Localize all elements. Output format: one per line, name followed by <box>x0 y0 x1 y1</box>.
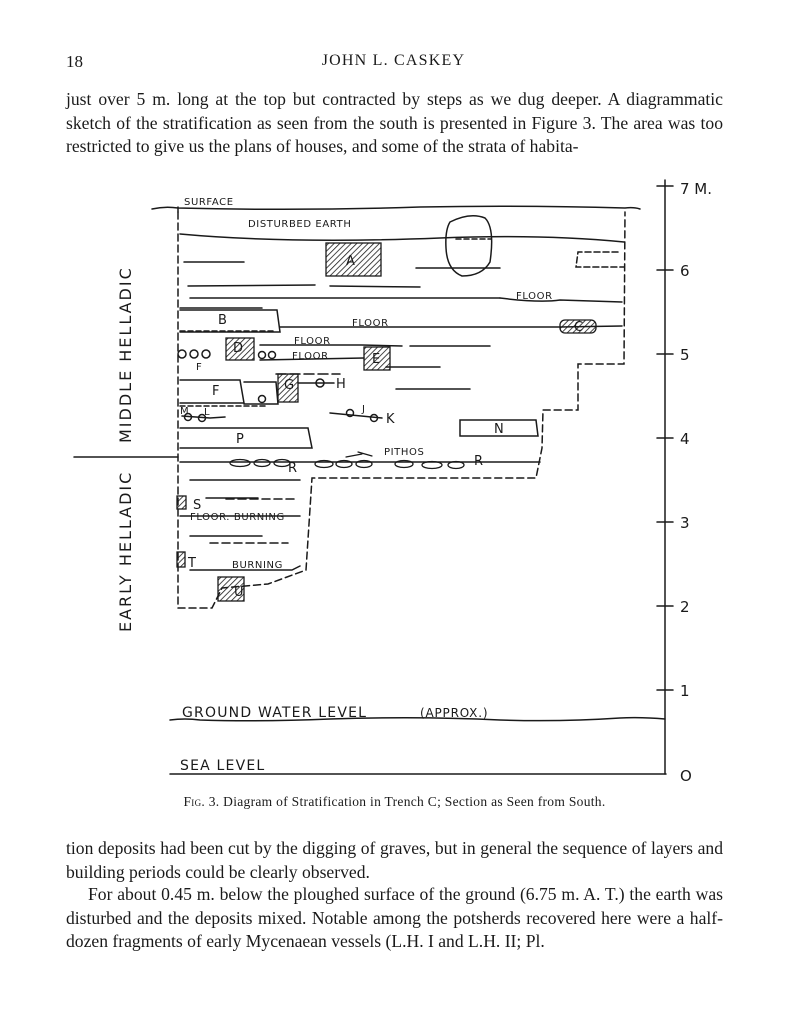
page-number: 18 <box>66 52 83 71</box>
scale-bar <box>656 179 674 775</box>
label-sea-level: SEA LEVEL <box>180 758 265 774</box>
deposit-label-b: B <box>218 313 228 328</box>
deposit-e <box>363 346 391 371</box>
stone-outline <box>445 215 493 277</box>
paragraph-continued: tion deposits had been cut by the diggin… <box>66 838 723 882</box>
label-floor-4: FLOOR <box>292 351 329 362</box>
label-pithos: PITHOS <box>384 447 424 458</box>
scale-label-2: 2 <box>680 598 690 616</box>
scale-label-4: 4 <box>680 430 690 448</box>
scale-label-1: 1 <box>680 682 690 700</box>
paragraph-next: For about 0.45 m. below the ploughed sur… <box>66 884 723 951</box>
trench-outline <box>177 211 626 609</box>
page-header: 18 JOHN L. CASKEY <box>66 52 721 74</box>
deposit-label-l: L <box>204 407 211 418</box>
label-floor-2: FLOOR <box>352 318 389 329</box>
label-ground-water-note: (APPROX.) <box>420 706 488 720</box>
scale-label-0: O <box>680 767 692 785</box>
scale-label-5: 5 <box>680 346 690 364</box>
deposit-label-e: E <box>372 352 381 367</box>
deposit-label-g: G <box>284 378 295 393</box>
label-floor-burning: FLOOR. BURNING <box>190 512 285 523</box>
deposit-a <box>325 242 382 277</box>
deposit-label-f2: F <box>196 362 203 373</box>
scale-label-7: 7 M. <box>680 180 712 198</box>
deposit-label-h: H <box>336 377 347 392</box>
deposit-label-s: S <box>193 498 202 513</box>
deposit-b-outline <box>179 309 281 333</box>
deposit-n-outline <box>459 419 539 437</box>
deposit-f-outline <box>179 379 245 404</box>
deposit-label-n: N <box>494 422 505 437</box>
figure-caption-text: Diagram of Stratification in Trench C; S… <box>223 794 606 809</box>
pithos-sherds <box>229 458 465 470</box>
deposit-label-d: D <box>233 341 244 356</box>
deposit-label-j: J <box>361 404 366 415</box>
scale-label-3: 3 <box>680 514 690 532</box>
deposit-label-a: A <box>346 254 356 269</box>
deposit-d <box>225 337 255 361</box>
deposit-label-u: U <box>234 585 245 600</box>
figure-caption-label: Fig. 3. <box>183 794 220 809</box>
label-surface: SURFACE <box>184 197 234 208</box>
deposit-label-r: R <box>288 461 298 476</box>
label-disturbed-earth: DISTURBED EARTH <box>248 219 351 230</box>
stratification-figure: SURFACE DISTURBED EARTH FLOOR FLOOR FLOO… <box>0 170 787 795</box>
deposit-label-m: M <box>180 406 190 417</box>
period-early-helladic: EARLY HELLADIC <box>116 471 135 632</box>
disturbed-earth-boundary <box>179 233 625 243</box>
paragraph-top: just over 5 m. long at the top but contr… <box>66 89 723 156</box>
deposit-s <box>176 495 187 510</box>
deposit-c <box>559 319 597 334</box>
label-burning: BURNING <box>232 560 283 571</box>
deposit-label-c: C <box>574 320 584 335</box>
deposit-label-f: F <box>212 384 220 399</box>
deposit-label-r2: R <box>474 454 484 469</box>
label-ground-water: GROUND WATER LEVEL <box>182 705 367 721</box>
label-floor-3: FLOOR <box>294 336 331 347</box>
stratification-diagram: SURFACE DISTURBED EARTH FLOOR FLOOR FLOO… <box>73 179 712 785</box>
deposit-p-outline <box>179 427 313 449</box>
running-head: JOHN L. CASKEY <box>321 52 466 69</box>
period-middle-helladic: MIDDLE HELLADIC <box>116 266 135 443</box>
label-floor-1: FLOOR <box>516 291 553 302</box>
ground-water-line <box>169 716 666 722</box>
figure-caption: Fig. 3. Diagram of Stratification in Tre… <box>66 794 723 810</box>
deposit-label-t: T <box>187 556 197 571</box>
deposit-g <box>277 373 299 403</box>
scale-label-6: 6 <box>680 262 690 280</box>
deposit-t <box>176 551 186 568</box>
deposit-u <box>217 576 245 602</box>
deposit-label-p: P <box>236 432 245 447</box>
deposit-label-k: K <box>386 412 396 427</box>
